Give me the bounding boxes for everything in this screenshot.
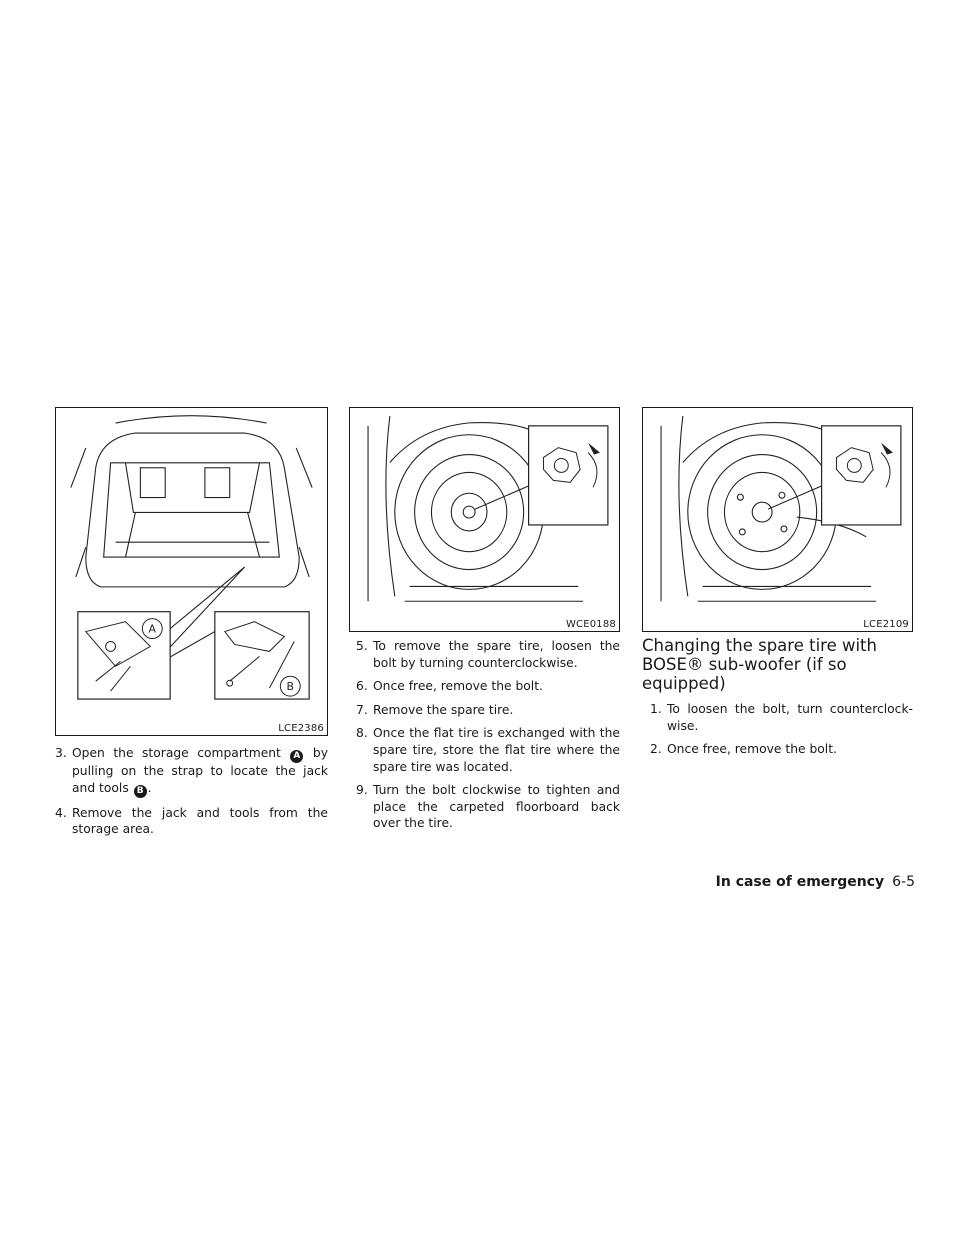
step-number: 1. (650, 702, 662, 716)
section-heading: Changing the spare tire with BOSE® sub-w… (642, 636, 877, 693)
step-7: 7. Remove the spare tire. (356, 702, 620, 719)
step-text: . (147, 780, 152, 795)
step-5: 5. To remove the spare tire, loosen the b… (356, 638, 620, 671)
figure-code: LCE2109 (863, 619, 909, 630)
step-text: To remove the spare tire, loosen the bol… (373, 639, 620, 670)
page-number: 6-5 (892, 874, 915, 890)
step-text: Open the storage compartment (72, 746, 281, 760)
step-8: 8. Once the flat tire is exchanged with t… (356, 725, 620, 775)
step-2: 2. Once free, remove the bolt. (650, 741, 913, 758)
figure-code: WCE0188 (565, 619, 616, 630)
step-number: 3. (55, 746, 67, 760)
callout-a: A (149, 623, 157, 636)
step-text: Remove the spare tire. (373, 702, 514, 717)
callout-b-badge: B (133, 784, 147, 798)
column-2: 5. To remove the spare tire, loosen the b… (356, 638, 620, 839)
column-1: 3. Open the storage compartment A by pull… (55, 745, 328, 845)
step-1: 1. To loosen the bolt, turn counterclock-… (650, 701, 913, 734)
step-text: by pulling on the strap to locate the ja… (72, 746, 328, 795)
figure-code: LCE2386 (278, 723, 324, 734)
step-text: Remove the jack and tools from the stora… (72, 805, 328, 837)
step-number: 7. (356, 702, 368, 717)
step-text: Turn the bolt clockwise to tighten and p… (373, 783, 620, 831)
figure-spare-tire-bose: LCE2109 (642, 407, 913, 632)
chapter-title: In case of emergency (715, 874, 885, 890)
column-3: Changing the spare tire with BOSE® sub-w… (642, 636, 913, 765)
step-4: 4. Remove the jack and tools from the sto… (55, 805, 328, 838)
figure-trunk-jack-tools: A B LCE2386 (55, 407, 328, 736)
spare-tire-bose-illustration (660, 415, 902, 602)
step-number: 8. (356, 726, 368, 741)
step-number: 4. (55, 805, 67, 820)
step-number: 9. (356, 783, 368, 798)
page-footer: In case of emergency 6-5 (716, 874, 915, 890)
step-6: 6. Once free, remove the bolt. (356, 678, 620, 695)
step-text: Once the flat tire is exchanged with the… (373, 726, 620, 774)
step-text: Once free, remove the bolt. (373, 679, 543, 694)
callout-a-badge: A (290, 750, 304, 763)
step-text: To loosen the bolt, turn counterclock-wi… (667, 702, 913, 733)
step-text: Once free, remove the bolt. (667, 742, 837, 757)
step-9: 9. Turn the bolt clockwise to tighten and… (356, 782, 620, 832)
callout-b: B (287, 680, 294, 693)
step-number: 2. (650, 742, 662, 757)
step-number: 6. (356, 679, 368, 694)
spare-tire-illustration (367, 415, 609, 602)
step-number: 5. (356, 639, 368, 653)
step-3: 3. Open the storage compartment A by pull… (55, 745, 328, 798)
figure-spare-tire: WCE0188 (349, 407, 620, 632)
trunk-illustration: A B (70, 415, 313, 700)
